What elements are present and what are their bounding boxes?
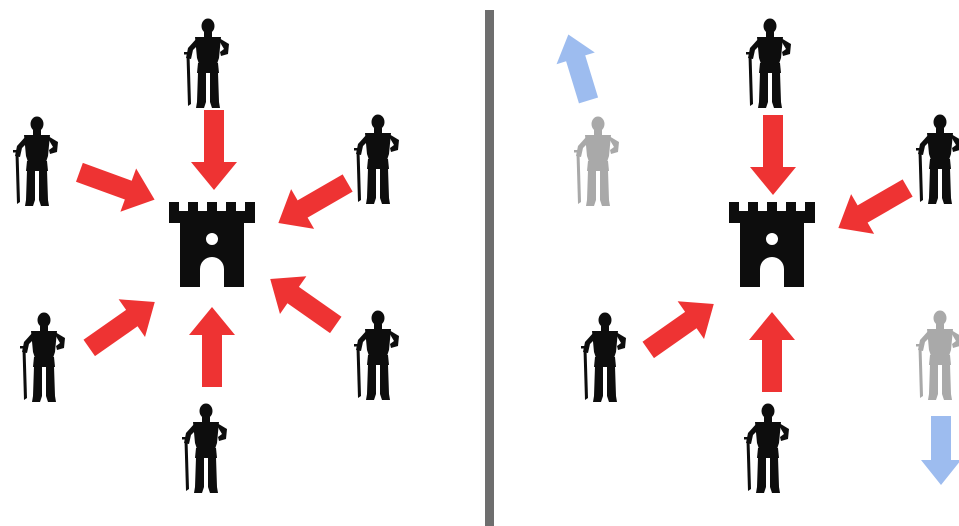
- panel-divider: [485, 10, 494, 526]
